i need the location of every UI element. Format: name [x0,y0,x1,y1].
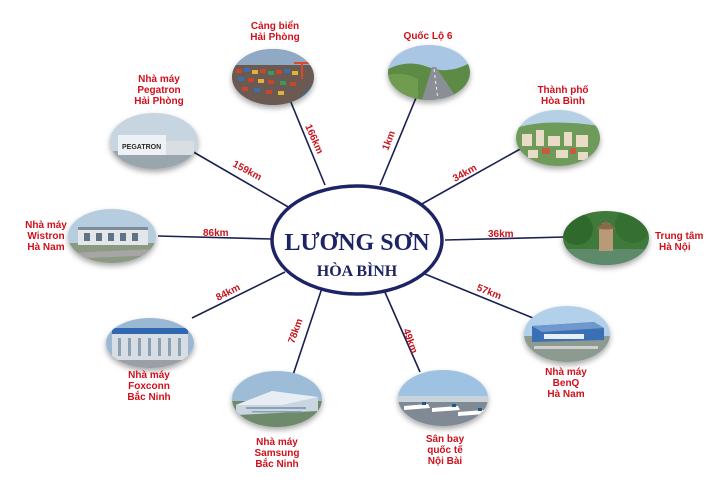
factory-photo-icon [232,371,322,427]
node-label: Nhà máy Samsung Bắc Ninh [240,437,314,470]
label-line: Nhà máy [256,437,298,448]
node-label: Thành phố Hòa Bình [528,85,598,107]
label-line: Bắc Ninh [255,459,299,470]
distance-hanoi: 36km [488,229,514,240]
distance-noibai: 49km [400,327,419,355]
node-label: Sân bay quốc tế Nội Bài [410,434,480,467]
node-label: Trung tâm Hà Nội [655,231,717,253]
label-line: Pegatron [137,85,181,96]
center-subtitle: HÒA BÌNH [317,261,398,280]
label-line: Nhà máy [138,74,180,85]
line-foxconn [191,271,286,319]
label-line: Quốc Lộ 6 [403,31,453,42]
line-hanoi [444,236,566,241]
label-line: Hải Phòng [250,32,300,43]
label-line: Nhà máy [25,220,67,231]
label-line: quốc tế [427,445,463,456]
label-line: Thành phố [537,85,589,96]
center-hub: LƯƠNG SƠN HÒA BÌNH [270,184,444,296]
line-benq [419,271,534,319]
label-line: BenQ [552,378,580,389]
node-label: Cảng biển Hải Phòng [240,21,310,43]
line-samsung [292,287,323,376]
label-line: Hải Phòng [134,96,184,107]
port-photo-icon [232,49,314,105]
distance-hoabinh-city: 34km [451,163,479,185]
label-line: Foxconn [128,381,170,392]
city-photo-icon [516,110,600,166]
label-line: Trung tâm [655,231,704,242]
label-line: Hòa Bình [541,96,585,107]
label-line: Nội Bài [427,456,463,467]
factory-photo-icon [524,306,610,362]
line-ql6 [379,92,419,186]
line-pegatron [189,149,291,209]
distance-samsung: 78km [286,317,305,345]
center-title: LƯƠNG SƠN [284,230,430,256]
label-line: Hà Nam [547,389,585,400]
factory-photo-icon [68,209,156,263]
node-label: Nhà máy Foxconn Bắc Ninh [112,370,186,403]
line-wistron [157,235,273,240]
line-noibai [383,289,421,373]
distance-wistron: 86km [203,228,229,239]
factory-photo-icon [106,318,194,368]
label-line: Sân bay [425,434,465,445]
label-line: Hà Nội [659,242,691,253]
node-label: Quốc Lộ 6 [396,31,460,42]
highway-photo-icon [388,45,470,100]
line-haiphong-port [289,99,326,186]
label-line: Bắc Ninh [127,392,171,403]
node-label: Nhà máy Pegatron Hải Phòng [128,74,190,107]
label-line: Nhà máy [545,367,587,378]
label-line: Nhà máy [128,370,170,381]
node-label: Nhà máy Wistron Hà Nam [18,220,74,253]
label-line: Samsung [254,448,300,459]
connector-lines [157,92,566,376]
pagoda-photo-icon [563,211,649,265]
airport-photo-icon [398,370,488,426]
center-ellipse [270,184,444,296]
node-label: Nhà máy BenQ Hà Nam [530,367,602,400]
label-line: Cảng biển [250,21,300,32]
line-hoabinh-city [419,147,523,206]
distance-pegatron: 159km [231,159,264,183]
label-line: Hà Nam [27,242,65,253]
label-line: Wistron [27,231,65,242]
pegatron-sign: PEGATRON [122,144,161,151]
factory-photo-icon: PEGATRON [110,113,198,169]
